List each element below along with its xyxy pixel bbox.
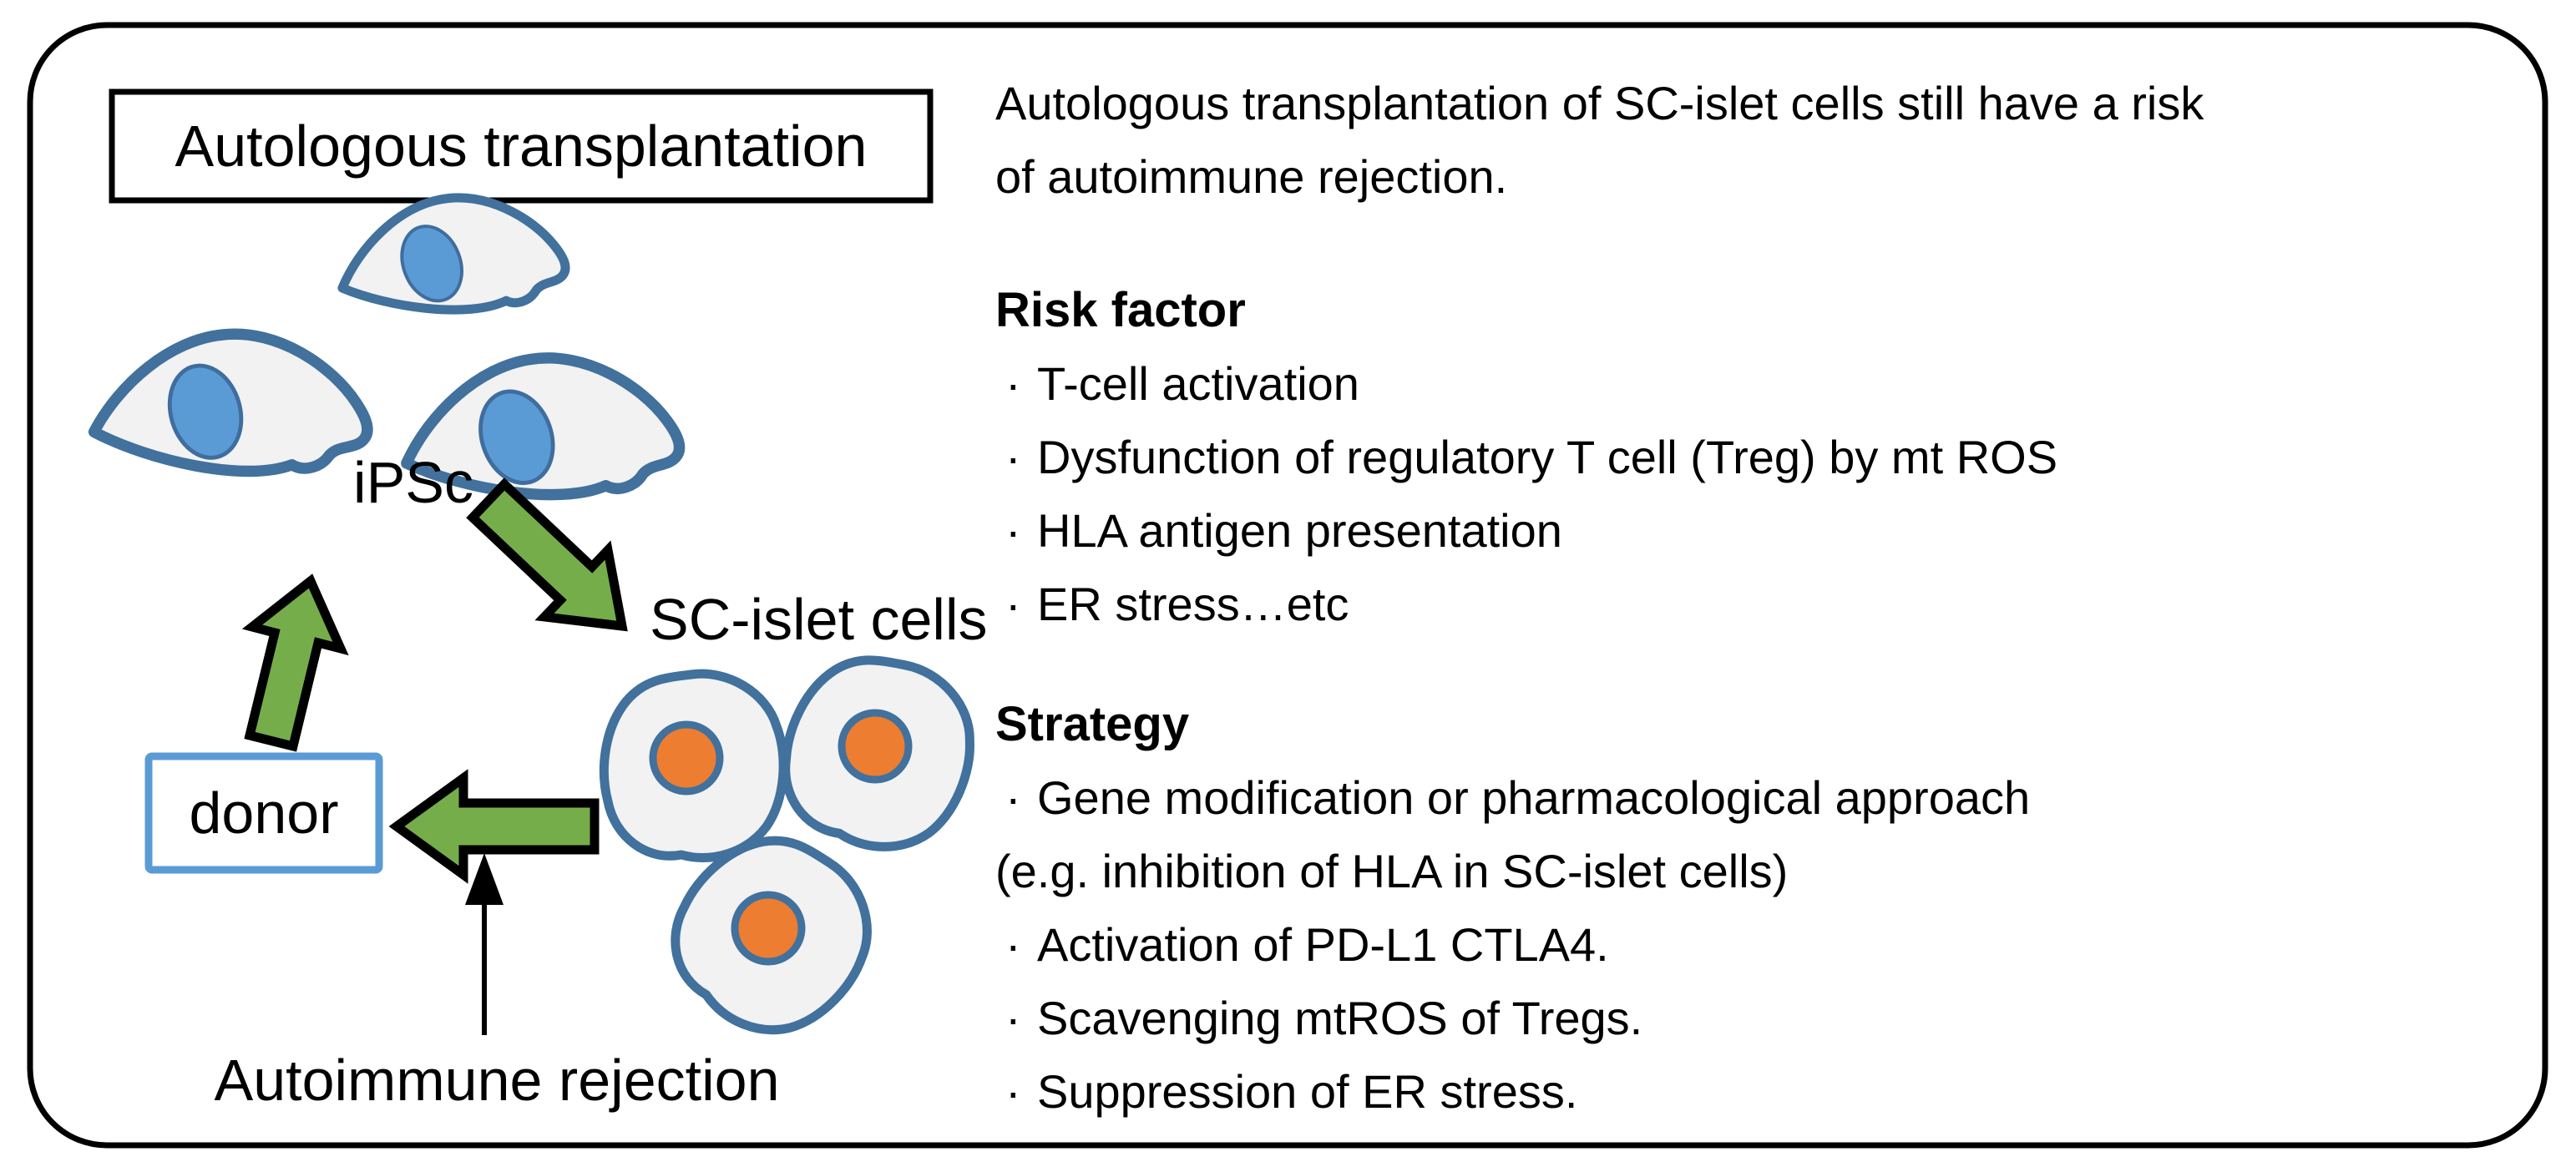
strategy-item: · Gene modification or pharmacological ap… (995, 761, 2565, 835)
strategy-item-text: Suppression of ER stress. (1037, 1065, 1578, 1118)
figure-border (27, 22, 2548, 1149)
risk-item: · T-cell activation (995, 347, 2565, 421)
ipsc-nucleus (167, 363, 244, 460)
strategy-item-text: Scavenging mtROS of Tregs. (1037, 992, 1643, 1044)
ipsc-cell-icon (88, 328, 373, 477)
risk-item: · ER stress…etc (995, 568, 2565, 641)
arrow-donor-to-ipsc-icon (241, 573, 349, 752)
description-column: Autologous transplantation of SC-islet c… (995, 67, 2565, 1129)
bullet-icon: · (1005, 992, 1021, 1044)
bullet-icon: · (1005, 357, 1021, 410)
bullet-icon: · (1005, 578, 1021, 630)
bullet-icon: · (1005, 504, 1021, 557)
islet-nucleus (649, 720, 724, 796)
risk-item-text: T-cell activation (1037, 357, 1359, 410)
risk-item: · Dysfunction of regulatory T cell (Treg)… (995, 421, 2565, 494)
bullet-icon: · (1005, 771, 1021, 824)
autoimmune-rejection-label: Autoimmune rejection (214, 1048, 780, 1113)
ipsc-nucleus (478, 389, 555, 485)
risk-item-text: Dysfunction of regulatory T cell (Treg) … (1037, 431, 2058, 483)
donor-box (144, 752, 383, 874)
ipsc-nucleus (400, 225, 463, 303)
strategy-item: · Scavenging mtROS of Tregs. (995, 982, 2565, 1055)
risk-factor-heading: Risk factor (995, 283, 1246, 337)
bullet-icon: · (1005, 1065, 1021, 1118)
section-gap (995, 641, 2565, 688)
islet-nucleus (838, 709, 913, 784)
strategy-item: · Suppression of ER stress. (995, 1055, 2565, 1129)
autoimmune-arrow-head-icon (465, 853, 504, 905)
arrow-islet-to-donor-icon (388, 769, 600, 884)
ipsc-cell-icon (401, 352, 686, 501)
ipsc-cell-icon (337, 193, 570, 315)
risk-item-text: ER stress…etc (1037, 578, 1349, 630)
risk-item-text: HLA antigen presentation (1037, 504, 1562, 557)
strategy-item-continuation: (e.g. inhibition of HLA in SC-islet cell… (995, 845, 1789, 897)
intro-line: Autologous transplantation of SC-islet c… (995, 77, 2204, 129)
risk-item: · HLA antigen presentation (995, 494, 2565, 568)
title-box (109, 88, 934, 204)
islet-nucleus (731, 891, 806, 966)
bullet-icon: · (1005, 431, 1021, 483)
title-box-label: Autologous transplantation (175, 114, 868, 179)
strategy-item-text: Gene modification or pharmacological app… (1037, 771, 2031, 824)
strategy-heading: Strategy (995, 697, 1190, 751)
strategy-item: · Activation of PD-L1 CTLA4. (995, 908, 2565, 982)
arrow-ipsc-to-islet-icon (466, 477, 628, 632)
donor-label: donor (189, 780, 339, 846)
sc-islet-cells-label: SC-islet cells (650, 587, 988, 652)
ipsc-label: iPSc (353, 450, 473, 515)
section-gap (995, 214, 2565, 274)
bullet-icon: · (1005, 918, 1021, 971)
strategy-item-text: Activation of PD-L1 CTLA4. (1037, 918, 1609, 971)
intro-line: of autoimmune rejection. (995, 150, 1508, 203)
